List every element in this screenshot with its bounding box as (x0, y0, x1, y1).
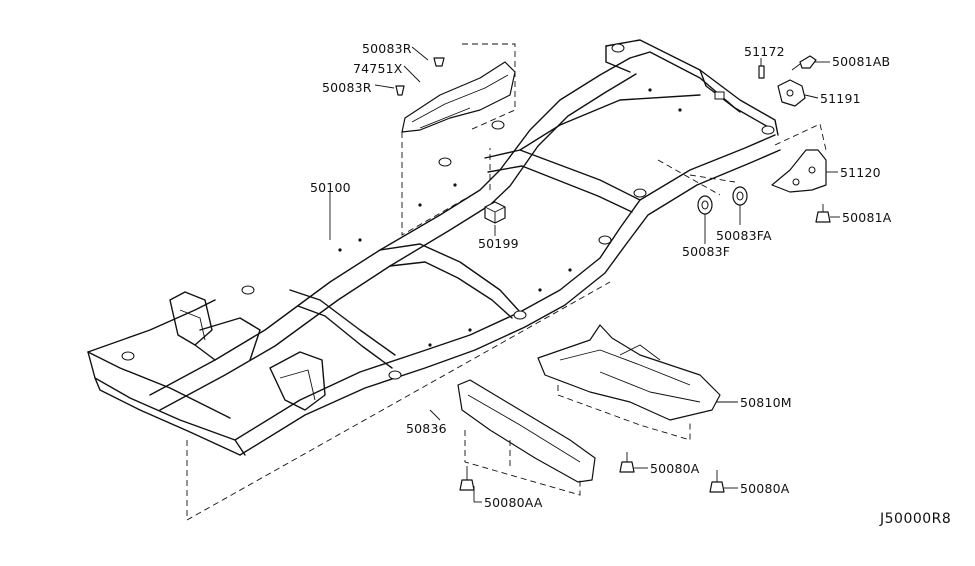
label-50080aa: 50080AA (484, 495, 543, 510)
bolt-50080aa (459, 466, 475, 491)
under-cover-50810m (537, 324, 721, 421)
label-50199: 50199 (478, 236, 519, 251)
pin-51172 (758, 65, 765, 79)
heat-shield-74751x (401, 61, 516, 133)
clip-50083r-top (433, 57, 445, 67)
bushing-50083fa (732, 186, 748, 206)
bushing-50083f (697, 195, 713, 215)
splash-cover-50836 (457, 379, 596, 483)
label-50081a: 50081A (842, 210, 892, 225)
bracket-51120 (771, 149, 827, 193)
label-50083fa: 50083FA (716, 228, 772, 243)
label-50080a-mid: 50080A (650, 461, 700, 476)
chassis-frame (87, 39, 781, 456)
diagram-code: J50000R8 (879, 511, 951, 527)
label-51120: 51120 (840, 165, 881, 180)
label-50100: 50100 (310, 180, 351, 195)
label-50083r-top: 50083R (362, 41, 412, 56)
bushing-50199 (484, 201, 506, 224)
bracket-51191 (777, 79, 806, 107)
bolt-50081ab (791, 55, 817, 71)
label-51191: 51191 (820, 91, 861, 106)
label-50836: 50836 (406, 421, 447, 436)
bolt-50081a (815, 204, 831, 223)
clip-50083r-bottom (395, 85, 405, 96)
bolt-50080a-mid (619, 452, 635, 473)
leader-lines (329, 46, 840, 503)
dashed-guides (186, 43, 827, 521)
label-50080a-right: 50080A (740, 481, 790, 496)
label-50083f: 50083F (682, 244, 730, 259)
part-labels: 50083R 74751X 50083R 50100 50199 51172 5… (310, 41, 951, 527)
label-50083r-bottom: 50083R (322, 80, 372, 95)
label-74751x: 74751X (353, 61, 403, 76)
label-51172: 51172 (744, 44, 785, 59)
label-50810m: 50810M (740, 395, 792, 410)
bolt-50080a-right (709, 470, 725, 493)
label-50081ab: 50081AB (832, 54, 890, 69)
